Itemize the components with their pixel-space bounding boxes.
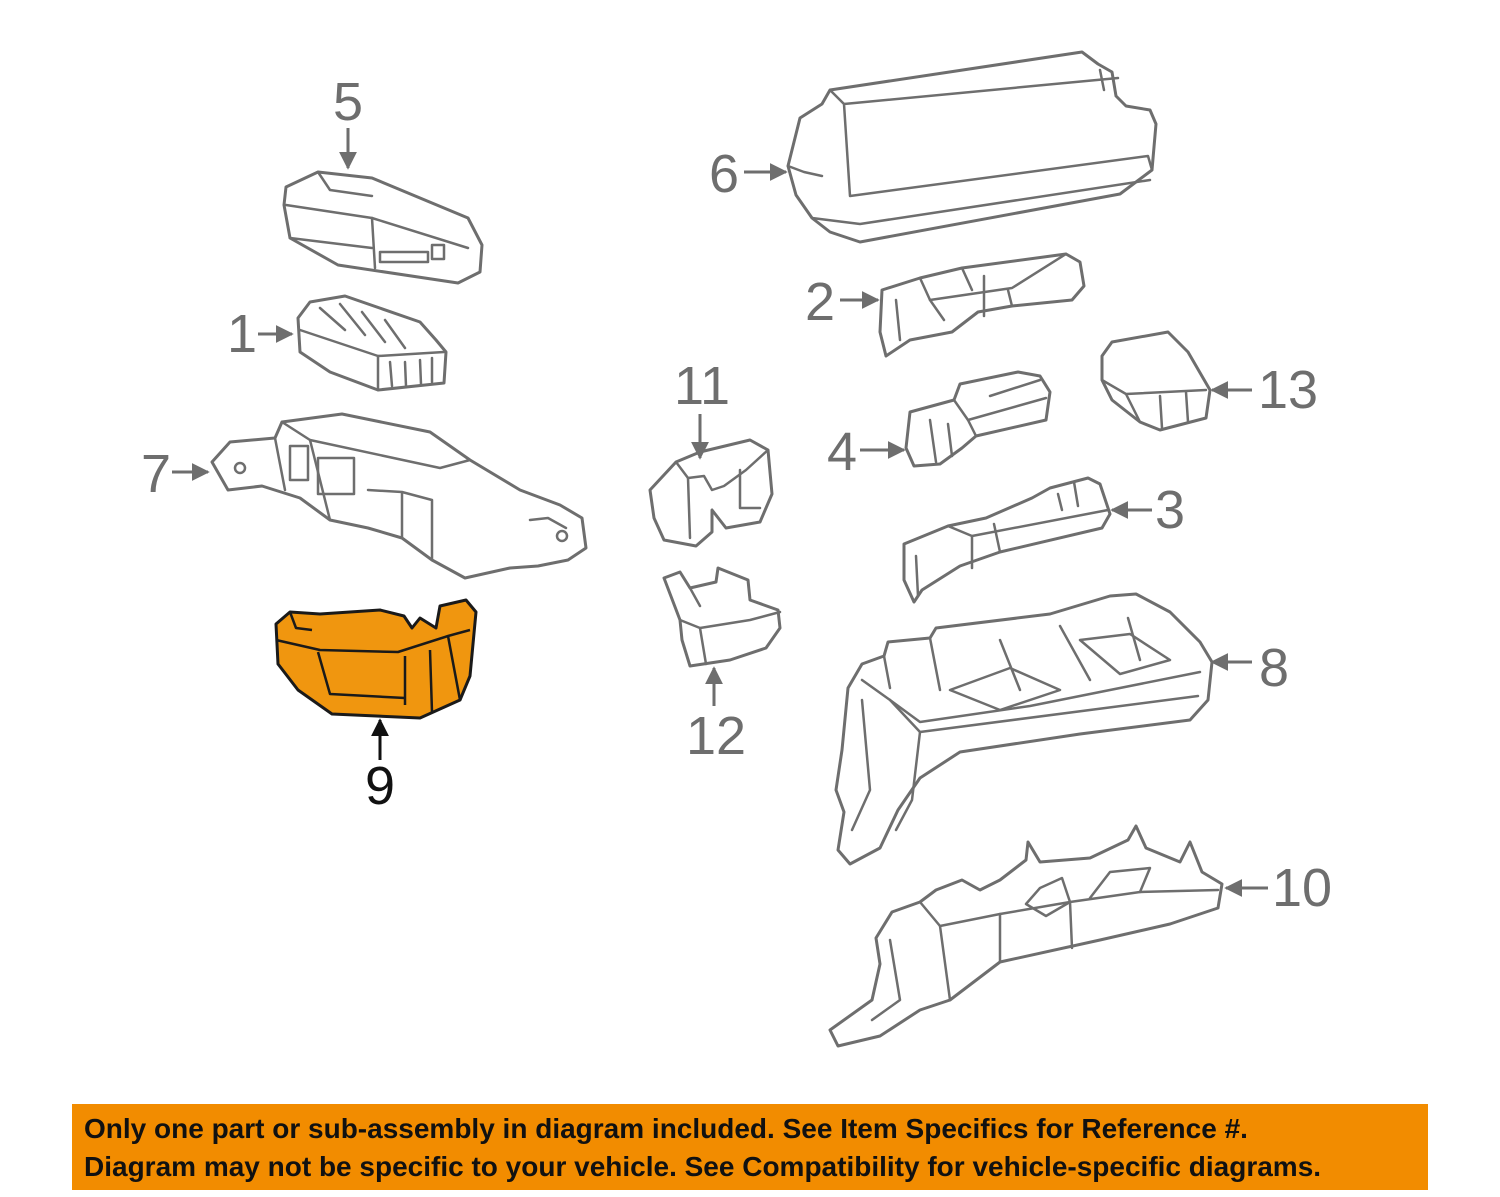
callout-5: 5 (333, 72, 363, 132)
callout-2: 2 (805, 272, 835, 332)
part-11-bracket (648, 438, 774, 548)
callout-8: 8 (1259, 638, 1289, 698)
part-13-relay (1100, 330, 1212, 432)
notice-banner: Only one part or sub-assembly in diagram… (72, 1104, 1428, 1190)
part-2-relay (878, 252, 1086, 358)
leader-lines (172, 128, 1268, 897)
notice-line-1: Only one part or sub-assembly in diagram… (84, 1113, 1248, 1144)
callout-12: 12 (686, 706, 746, 766)
part-6-upper-cover (786, 50, 1158, 244)
part-12-bracket (662, 566, 782, 668)
parts-diagram: 5 1 7 9 6 2 13 4 3 11 12 8 10 (141, 50, 1332, 1048)
part-9-highlighted-cover (274, 598, 478, 720)
part-3-strip (902, 476, 1112, 604)
callout-4: 4 (827, 422, 857, 482)
part-8-housing (834, 592, 1214, 866)
notice-line-2: Diagram may not be specific to your vehi… (84, 1151, 1322, 1182)
callout-1: 1 (227, 304, 257, 364)
callout-3: 3 (1155, 480, 1185, 540)
callout-9: 9 (365, 756, 395, 816)
part-7-bracket (210, 412, 588, 580)
callout-10: 10 (1272, 858, 1332, 918)
part-4-relay (904, 370, 1052, 468)
callout-13: 13 (1258, 360, 1318, 420)
callout-labels: 5 1 7 9 6 2 13 4 3 11 12 8 10 (141, 72, 1332, 918)
callout-11: 11 (674, 356, 730, 416)
part-10-lower-case (828, 824, 1224, 1048)
callout-7: 7 (141, 444, 171, 504)
callout-6: 6 (709, 144, 739, 204)
part-1-relay-block (296, 294, 448, 392)
part-5-cover (282, 170, 484, 285)
